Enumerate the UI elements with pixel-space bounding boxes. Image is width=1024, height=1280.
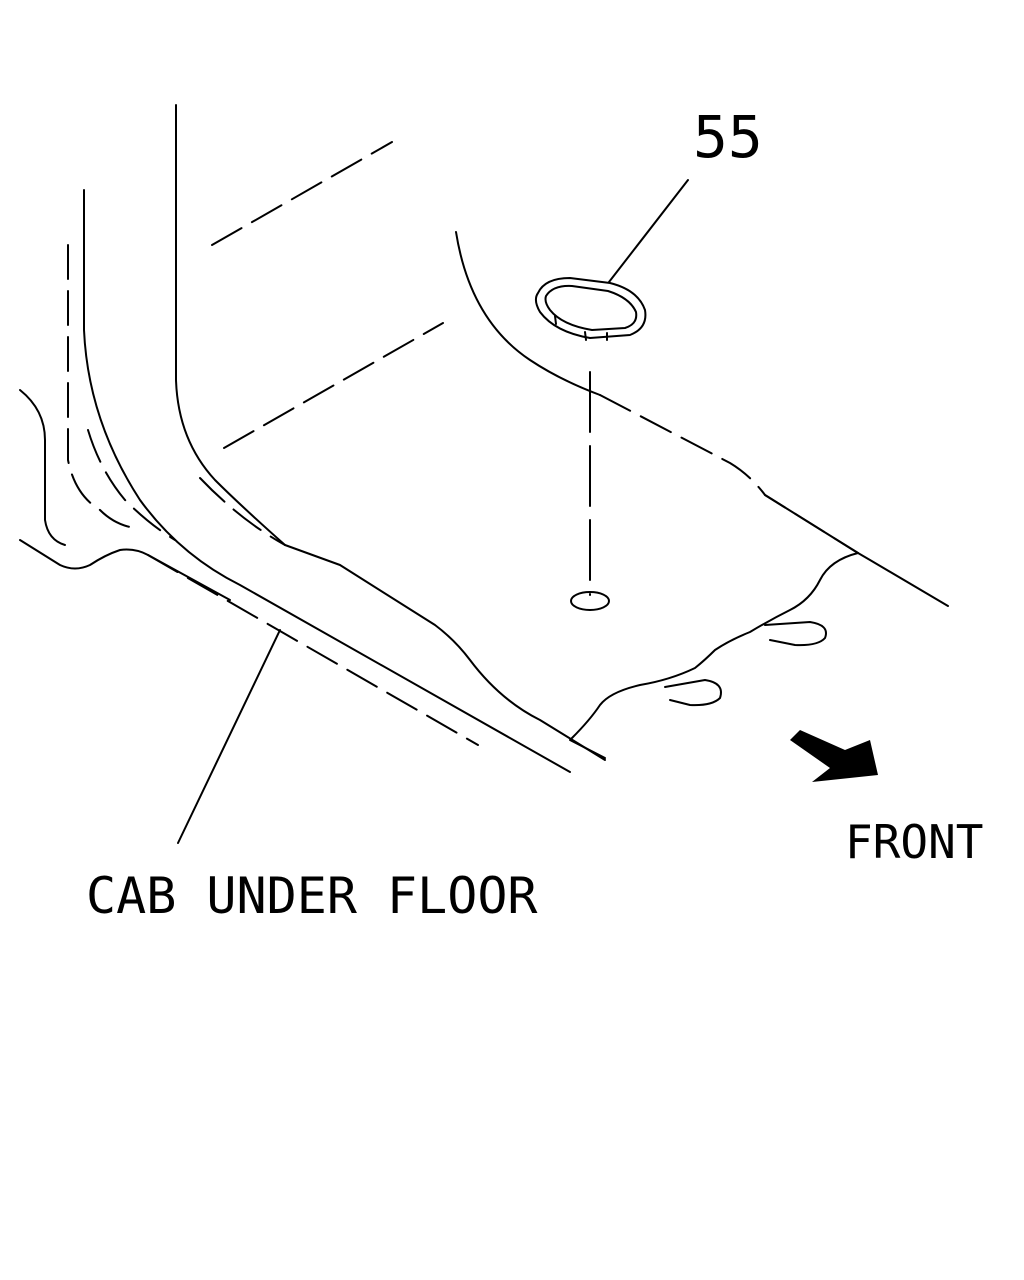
pillar-lines xyxy=(67,104,571,773)
mounting-hole xyxy=(570,591,610,611)
leader-lines xyxy=(177,179,689,844)
cab-under-floor-label: CAB UNDER FLOOR xyxy=(86,867,538,925)
install-centerline xyxy=(570,371,610,611)
arrow-right-down-icon xyxy=(790,730,878,782)
grommet-icon xyxy=(534,277,647,341)
part-number-label: 55 xyxy=(693,103,763,171)
floor-tabs xyxy=(664,621,827,707)
front-label: FRONT xyxy=(845,815,983,869)
floor-leader xyxy=(177,629,281,844)
dashed-guides xyxy=(175,141,444,449)
part-55-leader xyxy=(608,179,689,283)
sill-lines xyxy=(19,389,479,746)
floor-panel xyxy=(199,231,949,761)
